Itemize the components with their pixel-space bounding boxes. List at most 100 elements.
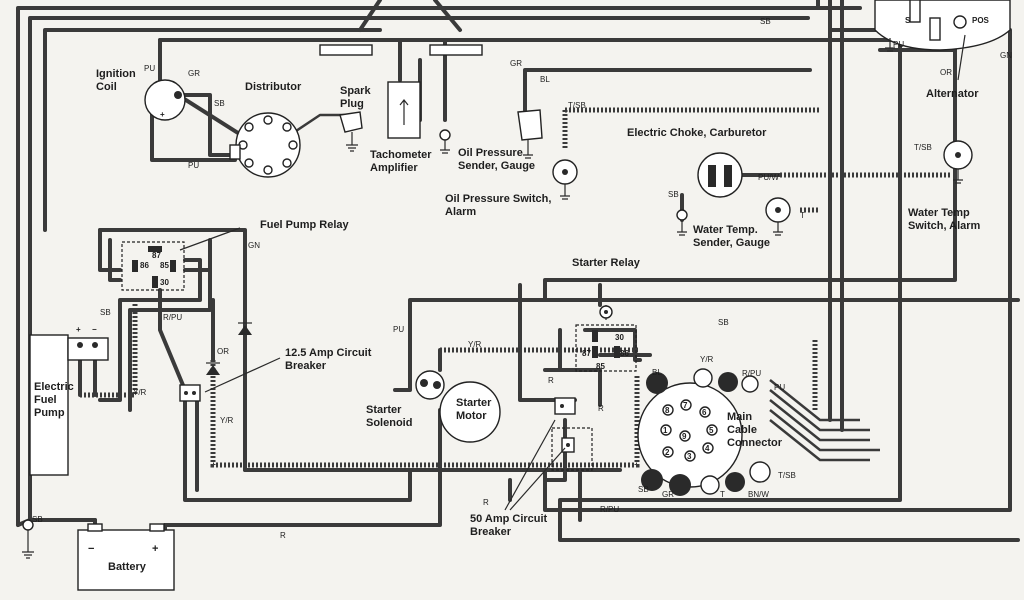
- wire-sb-choke: SB: [668, 190, 679, 199]
- battery-ground: [22, 519, 34, 559]
- wire-or-relay: OR: [217, 347, 229, 356]
- water-temp-sender-label-line: Water Temp.: [693, 224, 758, 236]
- battery-label: Battery: [108, 561, 147, 573]
- starter-30-terminal: 30: [615, 333, 624, 342]
- ignition-coil: +: [144, 79, 186, 121]
- alternator-label: Alternator: [926, 88, 979, 100]
- spark-plug-label-line: Plug: [340, 98, 364, 110]
- alt-pos-terminal: POS: [972, 16, 990, 25]
- wire-bl-conn: BL: [652, 368, 662, 377]
- starter-relay: 30 87 86 85: [575, 305, 637, 372]
- main-cable-connector-label-line: Cable: [727, 424, 757, 436]
- water-temp-switch-label-line: Switch, Alarm: [908, 220, 981, 232]
- starter-motor-label-line: Motor: [456, 410, 487, 422]
- conn-pin-1: 1: [663, 426, 668, 435]
- alt-s-terminal: S: [905, 16, 911, 25]
- oil-pressure-switch-label: Oil Pressure Switch,Alarm: [445, 193, 551, 218]
- battery-pos-terminal: +: [152, 543, 158, 555]
- wire-gr-coil: GR: [188, 69, 200, 78]
- connector-plugs: [641, 368, 771, 496]
- connector-pins: [660, 399, 718, 462]
- wire-pu-dist: PU: [188, 161, 199, 170]
- battery-neg-terminal: −: [88, 543, 94, 555]
- oil-pressure-sender-label-line: Sender, Gauge: [458, 160, 535, 172]
- circuit-breaker-12-5: [179, 357, 281, 402]
- wire-t-conn: T: [720, 490, 725, 499]
- starter-87-terminal: 87: [582, 349, 591, 358]
- wire-rpu-bottom: R/PU: [600, 505, 619, 514]
- ignition-coil-label-line: Coil: [96, 81, 117, 93]
- starter-relay-label: Starter Relay: [572, 257, 641, 269]
- wire-r-battery: R: [280, 531, 286, 540]
- relay-30-terminal: 30: [160, 278, 169, 287]
- wire-yr-solenoid: Y/R: [468, 340, 482, 349]
- conn-pin-2: 2: [665, 448, 670, 457]
- starter-86-terminal: 86: [620, 349, 629, 358]
- fuel-pump-relay: 87 86 85 30: [121, 227, 241, 291]
- oil-pressure-sender-label-line: Oil Pressure: [458, 147, 523, 159]
- wire-tsb-water: T/SB: [914, 143, 932, 152]
- pump-neg-terminal: −: [92, 325, 97, 334]
- conn-pin-7: 7: [683, 401, 688, 410]
- starter-solenoid: [415, 370, 445, 400]
- conn-pin-9: 9: [682, 432, 687, 441]
- battery-label-line: Battery: [108, 561, 147, 573]
- oil-pressure-switch: [552, 159, 578, 200]
- tachometer-amplifier: [387, 81, 451, 154]
- circuit-breaker-50-label-line: 50 Amp Circuit: [470, 513, 548, 525]
- conn-pin-3: 3: [687, 452, 692, 461]
- circuit-breaker-12-5-label-line: 12.5 Amp Circuit: [285, 347, 372, 359]
- starter-motor: [439, 381, 501, 443]
- conn-pin-8: 8: [665, 406, 670, 415]
- starter-85-terminal: 85: [596, 362, 605, 371]
- main-cable-connector: 8 7 6 1 9 4 2 3 5: [637, 368, 771, 496]
- wire-rpu-conn: R/PU: [742, 369, 761, 378]
- wire-puw-choke: PU/W: [758, 173, 779, 182]
- spark-plug: [339, 111, 363, 152]
- ignition-coil-label-line: Ignition: [96, 68, 136, 80]
- wire-yr-conn: Y/R: [700, 355, 714, 364]
- alternator: S POS: [874, 0, 1011, 81]
- tachometer-amplifier-label-line: Amplifier: [370, 162, 418, 174]
- circuit-breaker-50-label-line: Breaker: [470, 526, 512, 538]
- wire-pu-alt: PU: [893, 40, 904, 49]
- water-temp-sender-label-line: Sender, Gauge: [693, 237, 770, 249]
- water-temp-sender-label: Water Temp.Sender, Gauge: [693, 224, 770, 249]
- wire-tsb-oil: T/SB: [568, 101, 586, 110]
- starter-solenoid-label-line: Solenoid: [366, 417, 412, 429]
- oil-pressure-sender: [517, 109, 543, 159]
- wire-pu-coil: PU: [144, 64, 155, 73]
- electric-choke: [676, 152, 743, 236]
- distributor: [229, 112, 301, 178]
- wire-yr-breaker: Y/R: [220, 416, 234, 425]
- relay-85-terminal: 85: [160, 261, 169, 270]
- electric-choke-label: Electric Choke, Carburetor: [627, 127, 767, 139]
- wire-pu-conn: PU: [774, 383, 785, 392]
- oil-pressure-switch-label-line: Alarm: [445, 206, 476, 218]
- conn-pin-5: 5: [709, 426, 714, 435]
- conn-pin-6: 6: [702, 408, 707, 417]
- distributor-terminals: [238, 115, 298, 175]
- starter-motor-label-line: Starter: [456, 397, 492, 409]
- conn-pin-4: 4: [705, 444, 710, 453]
- wire-r-solenoid: R: [548, 376, 554, 385]
- battery: − +: [77, 523, 175, 591]
- wire-sb-coil: SB: [214, 99, 225, 108]
- wire-t-temp: T: [800, 211, 805, 220]
- water-temp-switch: [943, 140, 973, 184]
- electric-fuel-pump: + −: [29, 325, 109, 476]
- wire-code-labels: SB GR GN PU GR SB PU BL T/SB T/SB PU/W S…: [32, 17, 1012, 540]
- main-cable-connector-label-line: Main: [727, 411, 752, 423]
- wire-bnw-conn: BN/W: [748, 490, 769, 499]
